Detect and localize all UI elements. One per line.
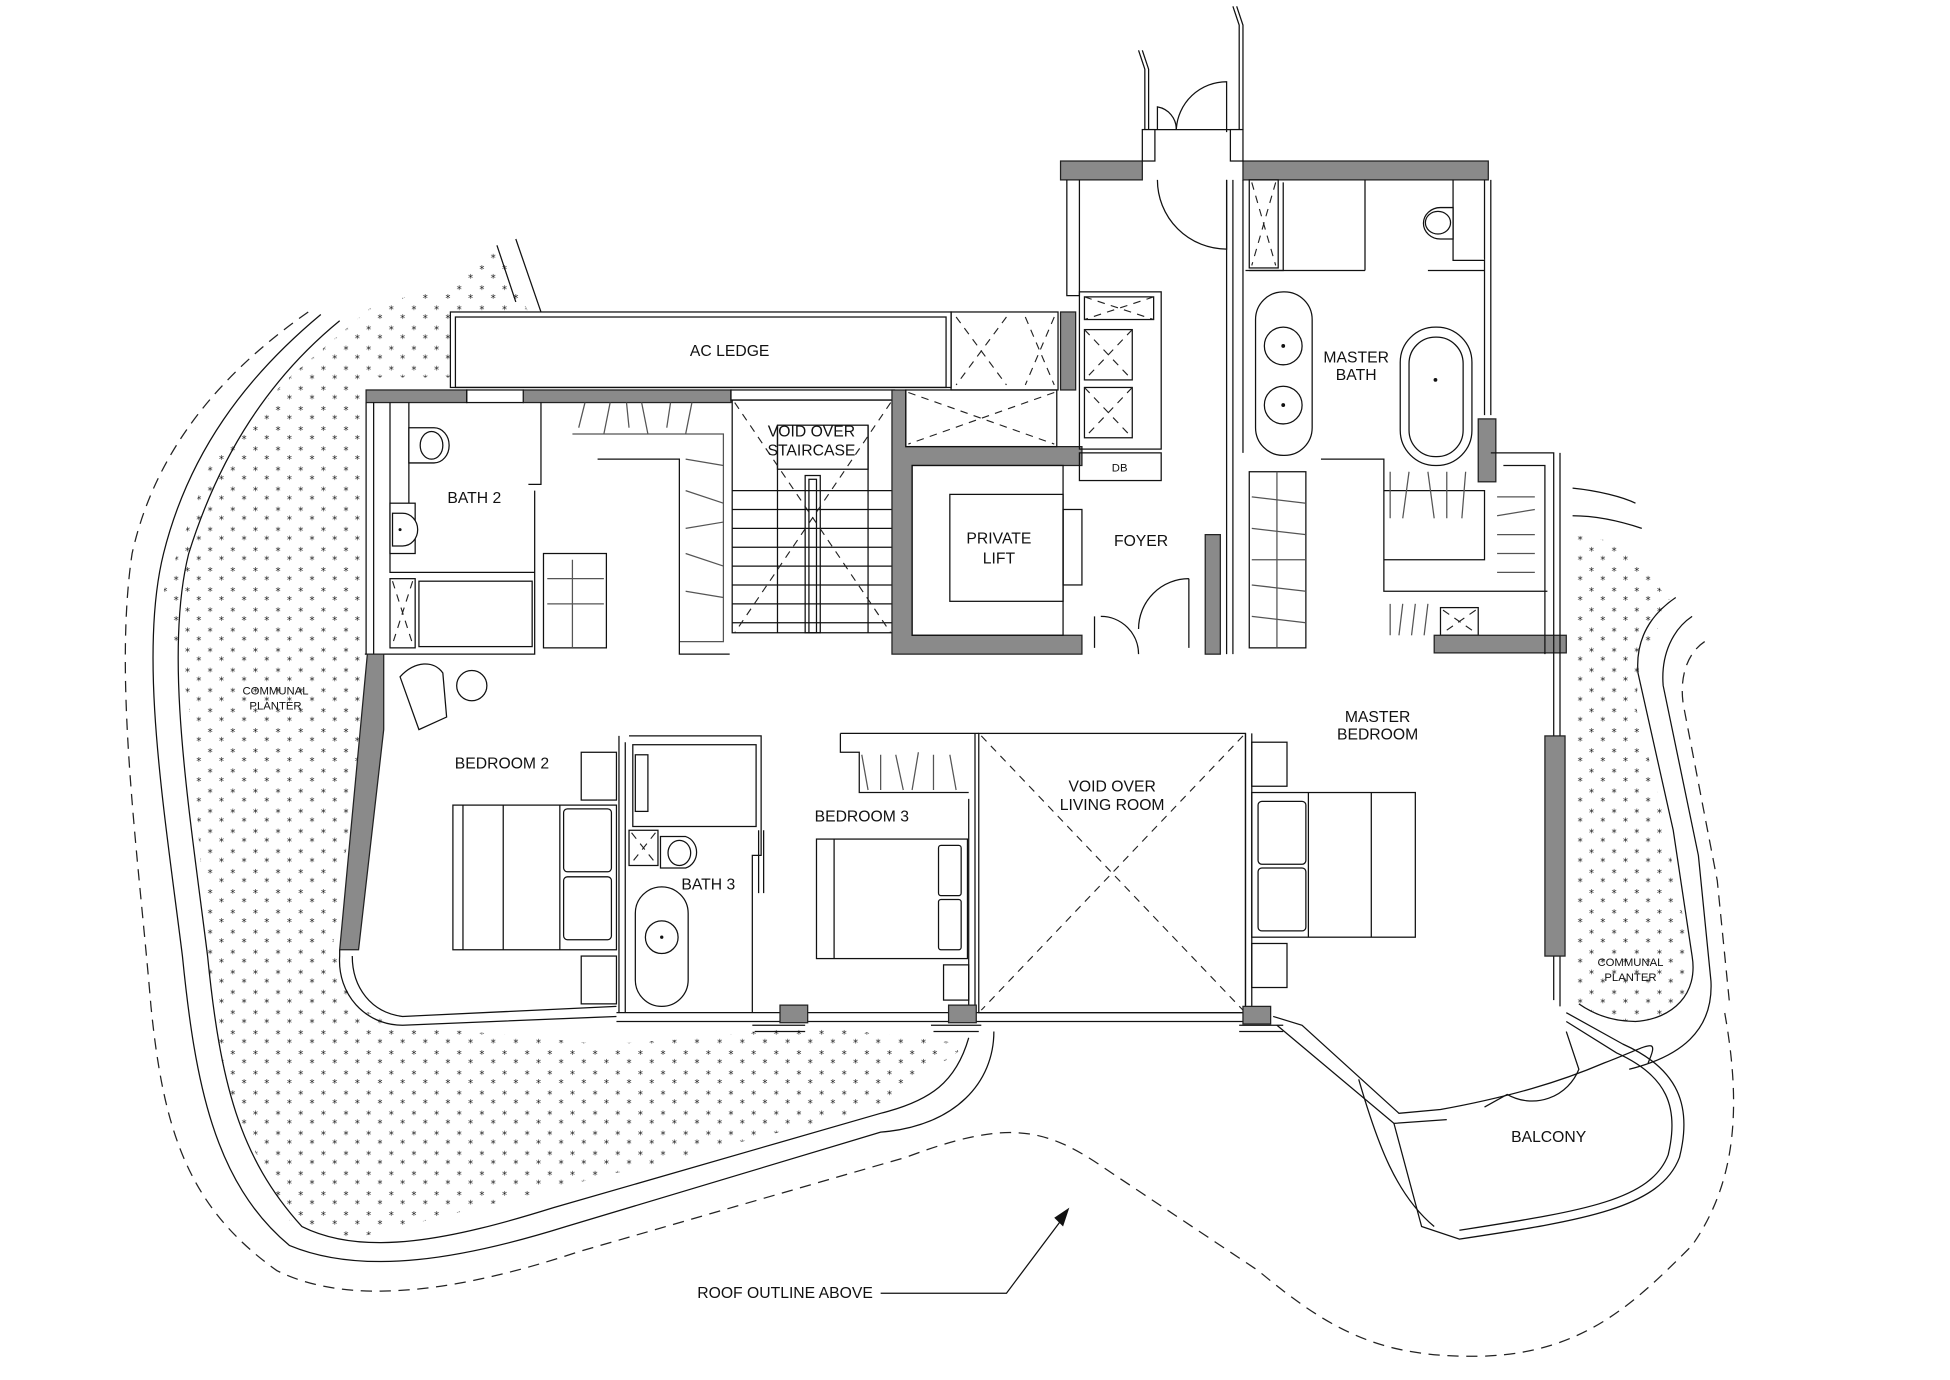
balcony-label: BALCONY xyxy=(1511,1129,1587,1146)
wall xyxy=(365,389,468,404)
private-lift-label-1: PRIVATE xyxy=(966,530,1031,547)
left-communal-planter: COMMUNAL PLANTER xyxy=(124,238,1735,1357)
staircase: VOID OVER STAIRCASE xyxy=(731,399,894,634)
right-communal-planter: COMMUNAL PLANTER xyxy=(1572,487,1731,1070)
foyer-label: FOYER xyxy=(1114,533,1168,550)
left-planter-label-1: COMMUNAL xyxy=(243,685,309,697)
bedroom-2-label: BEDROOM 2 xyxy=(455,756,549,773)
bedroom-3-label: BEDROOM 3 xyxy=(815,808,910,825)
private-lift: PRIVATE LIFT xyxy=(891,389,1083,655)
master-bedroom-label-2: BEDROOM xyxy=(1337,727,1418,744)
ac-ledge: AC LEDGE xyxy=(449,311,1059,391)
balcony: BALCONY xyxy=(1272,1012,1685,1240)
void-living-room: VOID OVER LIVING ROOM xyxy=(978,732,1253,1014)
master-bedroom: MASTER BEDROOM xyxy=(1251,452,1566,1007)
master-bath-label-1: MASTER xyxy=(1323,349,1389,366)
arrow-head-icon xyxy=(1054,1207,1070,1227)
bath-2-label: BATH 2 xyxy=(447,490,501,507)
void-staircase-label-1: VOID OVER xyxy=(768,424,855,441)
wardrobe-bath2 xyxy=(528,402,730,655)
master-bath: MASTER BATH xyxy=(1242,179,1497,483)
bottom-facade xyxy=(616,1004,1284,1033)
ac-ledge-label: AC LEDGE xyxy=(690,343,770,360)
master-bedroom-label-1: MASTER xyxy=(1345,709,1411,726)
bedroom-2: BEDROOM 2 xyxy=(338,653,618,1026)
left-planter-label-2: PLANTER xyxy=(249,700,301,712)
private-lift-label-2: LIFT xyxy=(983,551,1016,568)
wall xyxy=(522,389,732,404)
bedroom-3: BEDROOM 3 xyxy=(815,732,979,1013)
bath-3: BATH 3 xyxy=(618,735,765,1013)
void-living-label-1: VOID OVER xyxy=(1068,778,1155,795)
right-planter-label-1: COMMUNAL xyxy=(1597,957,1663,969)
bath-3-label: BATH 3 xyxy=(681,876,735,893)
roof-outline-annotation: ROOF OUTLINE ABOVE xyxy=(697,1207,1070,1302)
roof-outline-label: ROOF OUTLINE ABOVE xyxy=(697,1285,873,1302)
void-staircase-label-2: STAIRCASE xyxy=(767,442,855,459)
right-planter-label-2: PLANTER xyxy=(1604,972,1656,984)
bath-2: BATH 2 xyxy=(364,402,536,655)
master-bath-label-2: BATH xyxy=(1336,367,1377,384)
foyer: DB FOYER xyxy=(1059,6,1489,655)
master-wardrobe xyxy=(1248,458,1567,654)
void-living-label-2: LIVING ROOM xyxy=(1060,797,1165,814)
db-label: DB xyxy=(1112,463,1128,475)
